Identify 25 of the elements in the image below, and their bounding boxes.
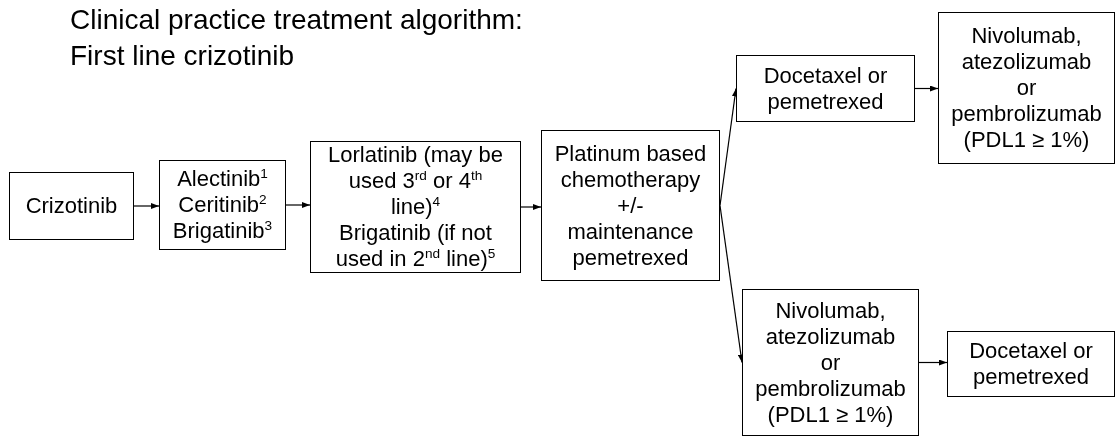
process-box — [938, 12, 1115, 164]
box-label: Lorlatinib (may be used 3$^{rd}$ or 4$^{th}$ line)$^{4}$ — [327, 142, 504, 220]
title: Clinical practice treatment algorithm: First line crizotinib — [70, 3, 524, 73]
box-label: Brigatinib$^{3}$ — [172, 218, 273, 244]
arrow — [133, 203, 160, 209]
box-label: Crizotinib — [25, 193, 118, 219]
arrow — [520, 204, 542, 210]
process-box — [947, 331, 1115, 397]
box-label: Docetaxel or pemetrexed — [968, 338, 1094, 390]
box-label: Nivolumab, atezolizumab or pembrolizumab (PDL1 ≥ 1%) — [950, 23, 1103, 153]
box-label: Platinum based chemotherapy +/- maintenance pemetrexed — [553, 140, 708, 271]
process-box — [541, 130, 720, 281]
process-box — [9, 172, 134, 240]
box-label: Brigatinib (if not used in 2$^{nd}$ line)$^{5}$ — [334, 220, 497, 272]
arrow — [918, 359, 948, 366]
process-box — [736, 55, 915, 122]
box-label: Ceritinib$^{2}$ — [178, 192, 267, 218]
process-box — [742, 289, 919, 436]
box-label: Alectinib$^{1}$ — [177, 166, 268, 192]
arrow — [285, 202, 311, 208]
arrow — [914, 85, 939, 92]
process-box — [159, 160, 286, 250]
process-box — [310, 141, 521, 273]
box-label: Nivolumab, atezolizumab or pembrolizumab (PDL1 ≥ 1%) — [754, 297, 907, 428]
box-label: Docetaxel or pemetrexed — [762, 62, 889, 115]
